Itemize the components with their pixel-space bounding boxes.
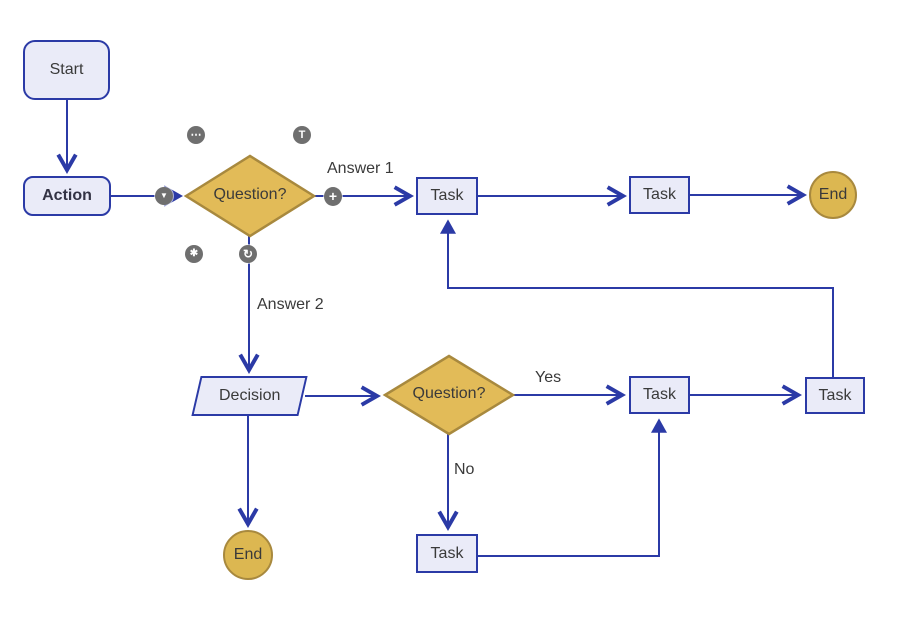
rotate-icon[interactable]: ↻ xyxy=(239,245,257,263)
action-node[interactable]: Action xyxy=(23,176,111,216)
end2-label: End xyxy=(233,546,263,563)
task3-node[interactable]: Task xyxy=(629,376,690,414)
task5-node[interactable]: Task xyxy=(416,534,478,573)
task1-node[interactable]: Task xyxy=(416,177,478,215)
question2-node[interactable] xyxy=(382,354,516,436)
edge-label-yes: Yes xyxy=(535,369,562,386)
end1-label: End xyxy=(818,186,848,203)
task4-node[interactable]: Task xyxy=(805,377,865,414)
start-node[interactable]: Start xyxy=(23,40,110,100)
task1-label: Task xyxy=(430,187,464,204)
end2-node[interactable]: End xyxy=(223,530,273,580)
task2-node[interactable]: Task xyxy=(629,176,690,214)
end1-node[interactable]: End xyxy=(809,171,857,219)
task2-label: Task xyxy=(643,186,676,203)
edge-label-no: No xyxy=(454,461,475,478)
question1-node[interactable] xyxy=(183,154,317,238)
task4-label: Task xyxy=(818,386,852,404)
more-options-icon[interactable]: ⋯ xyxy=(187,126,205,144)
asterisk-style-icon[interactable]: ✱ xyxy=(185,245,203,263)
add-connection-icon[interactable]: + xyxy=(324,187,342,206)
edge-label-answer1: Answer 1 xyxy=(327,160,394,177)
decision-node[interactable]: Decision xyxy=(191,376,308,416)
connector-task5-to-task3[interactable] xyxy=(478,418,667,557)
edge-label-answer2: Answer 2 xyxy=(257,296,324,313)
connector-task4-to-task1[interactable] xyxy=(440,219,834,377)
dropdown-arrow-icon[interactable]: ▼ xyxy=(155,187,173,205)
start-label: Start xyxy=(49,61,84,78)
task3-label: Task xyxy=(643,386,676,403)
decision-label: Decision xyxy=(218,387,281,404)
text-tool-icon[interactable]: T xyxy=(293,126,311,144)
task5-label: Task xyxy=(430,544,464,562)
action-label: Action xyxy=(42,187,92,204)
